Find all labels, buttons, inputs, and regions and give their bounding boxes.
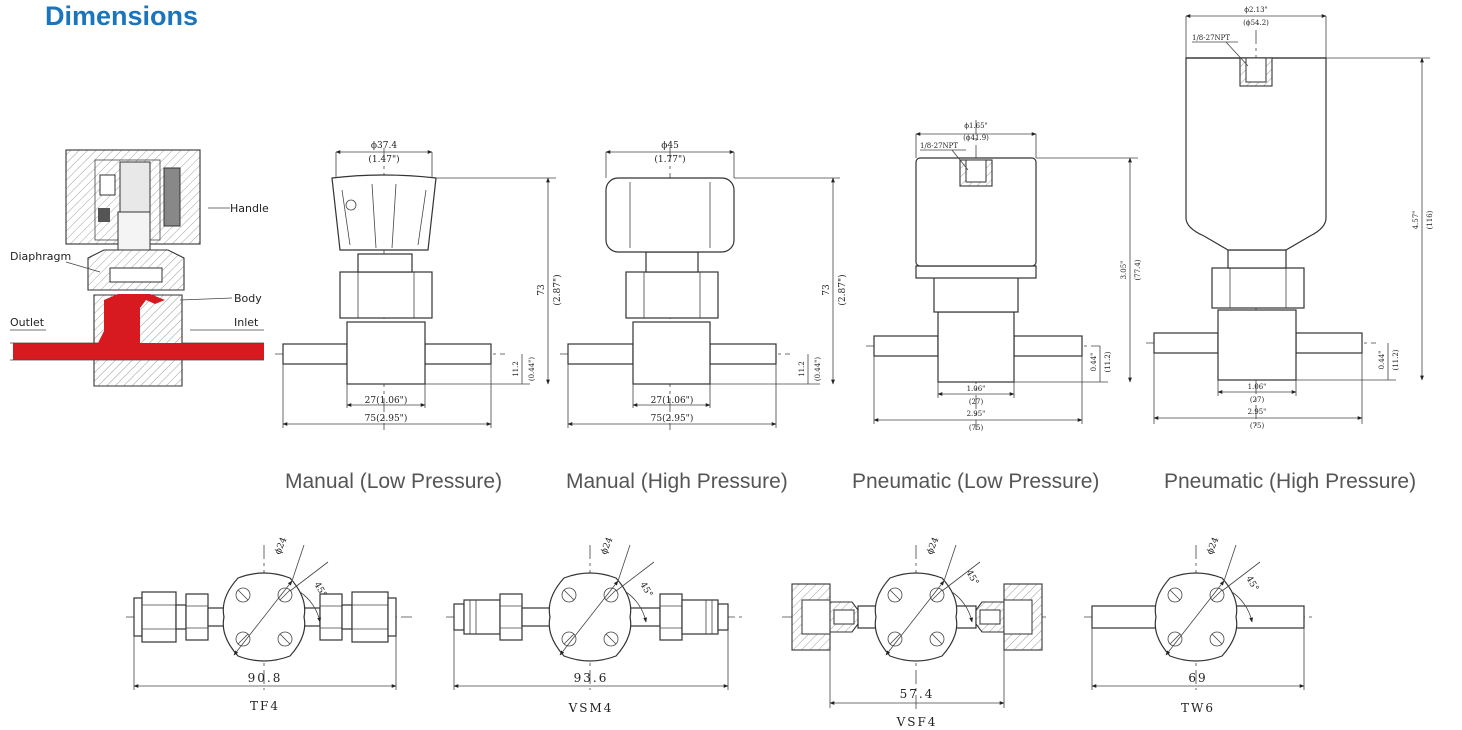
length-label: 57.4 xyxy=(900,687,935,701)
manual-low-drawing: ϕ37.4 (1.47") 73 (2.87") 11.2 (0.44") 27… xyxy=(275,141,563,430)
height-label: 3.05" xyxy=(1120,261,1128,280)
dia-label: ϕ1.65" xyxy=(964,122,988,130)
length-label: 93.6 xyxy=(574,671,609,685)
fitting-code-label: VSF4 xyxy=(896,715,938,729)
bottom-in-label: (0.44") xyxy=(528,357,536,382)
fitting-tf4-drawing: ϕ24 45° 90.8 TF4 xyxy=(126,536,412,713)
dia-label: ϕ45 xyxy=(661,141,679,151)
bottom-label: 11.2 xyxy=(798,361,806,377)
height-label: 4.57" xyxy=(1412,211,1420,230)
dia-mm-label: (ϕ41.9) xyxy=(963,134,989,142)
bottom-label: 0.44" xyxy=(1378,351,1386,370)
angle-label: 45° xyxy=(963,569,980,588)
right-tube xyxy=(424,343,492,365)
dia-label: ϕ2.13" xyxy=(1244,6,1268,14)
outlet-label: Outlet xyxy=(10,316,45,329)
overall-label: 75(2.95") xyxy=(651,413,694,424)
fitting-code-label: TF4 xyxy=(250,699,280,713)
pneumatic-high-drawing: ϕ2.13" (ϕ54.2) 1/8-27NPT 4.57" (116) 0.4… xyxy=(1146,6,1434,430)
bottom-mm-label: (11.2) xyxy=(1392,349,1400,370)
overall-label: 2.95" xyxy=(967,410,986,418)
actuator xyxy=(1185,57,1327,251)
right-tube xyxy=(709,343,777,365)
diaphragm-label: Diaphragm xyxy=(10,250,71,263)
actuator xyxy=(915,157,1037,267)
angle-label: 45° xyxy=(1243,575,1260,594)
caption-manual-high: Manual (High Pressure) xyxy=(566,470,788,493)
bolt-circle-label: ϕ24 xyxy=(274,536,290,556)
right-tube xyxy=(1295,332,1363,354)
dia-label: ϕ37.4 xyxy=(371,141,397,151)
body-width-mm-label: (27) xyxy=(1250,396,1265,404)
flow-path xyxy=(13,294,264,360)
height-in-label: (2.87") xyxy=(837,274,848,305)
height-label: 73 xyxy=(537,284,547,296)
port-label: 1/8-27NPT xyxy=(920,142,958,150)
bolt-circle-label: ϕ24 xyxy=(600,536,616,556)
bottom-label: 11.2 xyxy=(512,361,520,377)
dia-mm-label: (ϕ54.2) xyxy=(1243,19,1269,27)
hex-nut xyxy=(339,271,433,319)
handle-label: Handle xyxy=(230,202,269,215)
bolt-circle-label: ϕ24 xyxy=(1206,536,1222,556)
valve-cutaway-illustration: Handle Diaphragm Body Outlet Inlet xyxy=(10,149,269,387)
angle-label: 45° xyxy=(637,581,654,600)
height-in-label: (2.87") xyxy=(552,274,563,305)
body-width-mm-label: (27) xyxy=(969,398,984,406)
valve-body xyxy=(346,321,426,385)
round-handle xyxy=(605,177,735,253)
fitting-vsf4-drawing: ϕ24 45° 57.4 VSF4 xyxy=(782,536,1046,729)
hex-nut xyxy=(625,271,719,319)
fitting-vsm4-drawing: ϕ24 45° 93.6 VSM4 xyxy=(446,536,742,715)
inlet-label: Inlet xyxy=(234,316,259,329)
overall-label: 2.95" xyxy=(1248,408,1267,416)
page-title: Dimensions xyxy=(45,1,199,31)
height-mm-label: (116) xyxy=(1426,210,1434,229)
bottom-in-label: (0.44") xyxy=(814,357,822,382)
body-width-label: 1.06" xyxy=(967,385,986,393)
fitting-tw6-drawing: ϕ24 45° 69 TW6 xyxy=(1084,536,1312,715)
bottom-mm-label: (11.2) xyxy=(1104,351,1112,372)
bottom-label: 0.44" xyxy=(1090,353,1098,372)
left-tube xyxy=(873,335,939,357)
body-width-label: 27(1.06") xyxy=(651,395,694,406)
fitting-code-label: VSM4 xyxy=(568,701,614,715)
overall-label: 75(2.95") xyxy=(365,413,408,424)
valve-body xyxy=(1217,309,1297,381)
body-label: Body xyxy=(234,292,262,305)
left-tube xyxy=(567,343,634,365)
left-tube xyxy=(1153,332,1219,354)
dia-in-label: (1.77") xyxy=(654,154,685,165)
port-label: 1/8-27NPT xyxy=(1192,34,1230,42)
bolt-circle-label: ϕ24 xyxy=(926,536,942,556)
hex-nut xyxy=(1211,267,1305,309)
manual-high-drawing: ϕ45 (1.77") 73 (2.87") 11.2 (0.44") 27(1… xyxy=(560,141,848,430)
fitting-code-label: TW6 xyxy=(1181,701,1215,715)
left-tube xyxy=(282,343,348,365)
right-tube xyxy=(1013,335,1083,357)
caption-manual-low: Manual (Low Pressure) xyxy=(285,470,503,493)
knurled-handle xyxy=(331,174,437,251)
length-label: 90.8 xyxy=(248,671,283,685)
height-mm-label: (77.4) xyxy=(1134,259,1142,280)
dia-in-label: (1.47") xyxy=(368,154,399,165)
pneumatic-low-drawing: ϕ1.65" (ϕ41.9) 1/8-27NPT 3.05" (77.4) 0.… xyxy=(866,120,1142,432)
height-label: 73 xyxy=(822,284,832,296)
caption-pneumatic-low: Pneumatic (Low Pressure) xyxy=(852,470,1100,493)
length-label: 69 xyxy=(1188,671,1207,685)
caption-pneumatic-high: Pneumatic (High Pressure) xyxy=(1164,470,1417,493)
overall-mm-label: (75) xyxy=(969,424,984,432)
overall-mm-label: (75) xyxy=(1250,422,1265,430)
valve-body xyxy=(937,311,1015,383)
body-width-label: 27(1.06") xyxy=(365,395,408,406)
valve-body xyxy=(632,321,711,385)
body-width-label: 1.06" xyxy=(1248,383,1267,391)
